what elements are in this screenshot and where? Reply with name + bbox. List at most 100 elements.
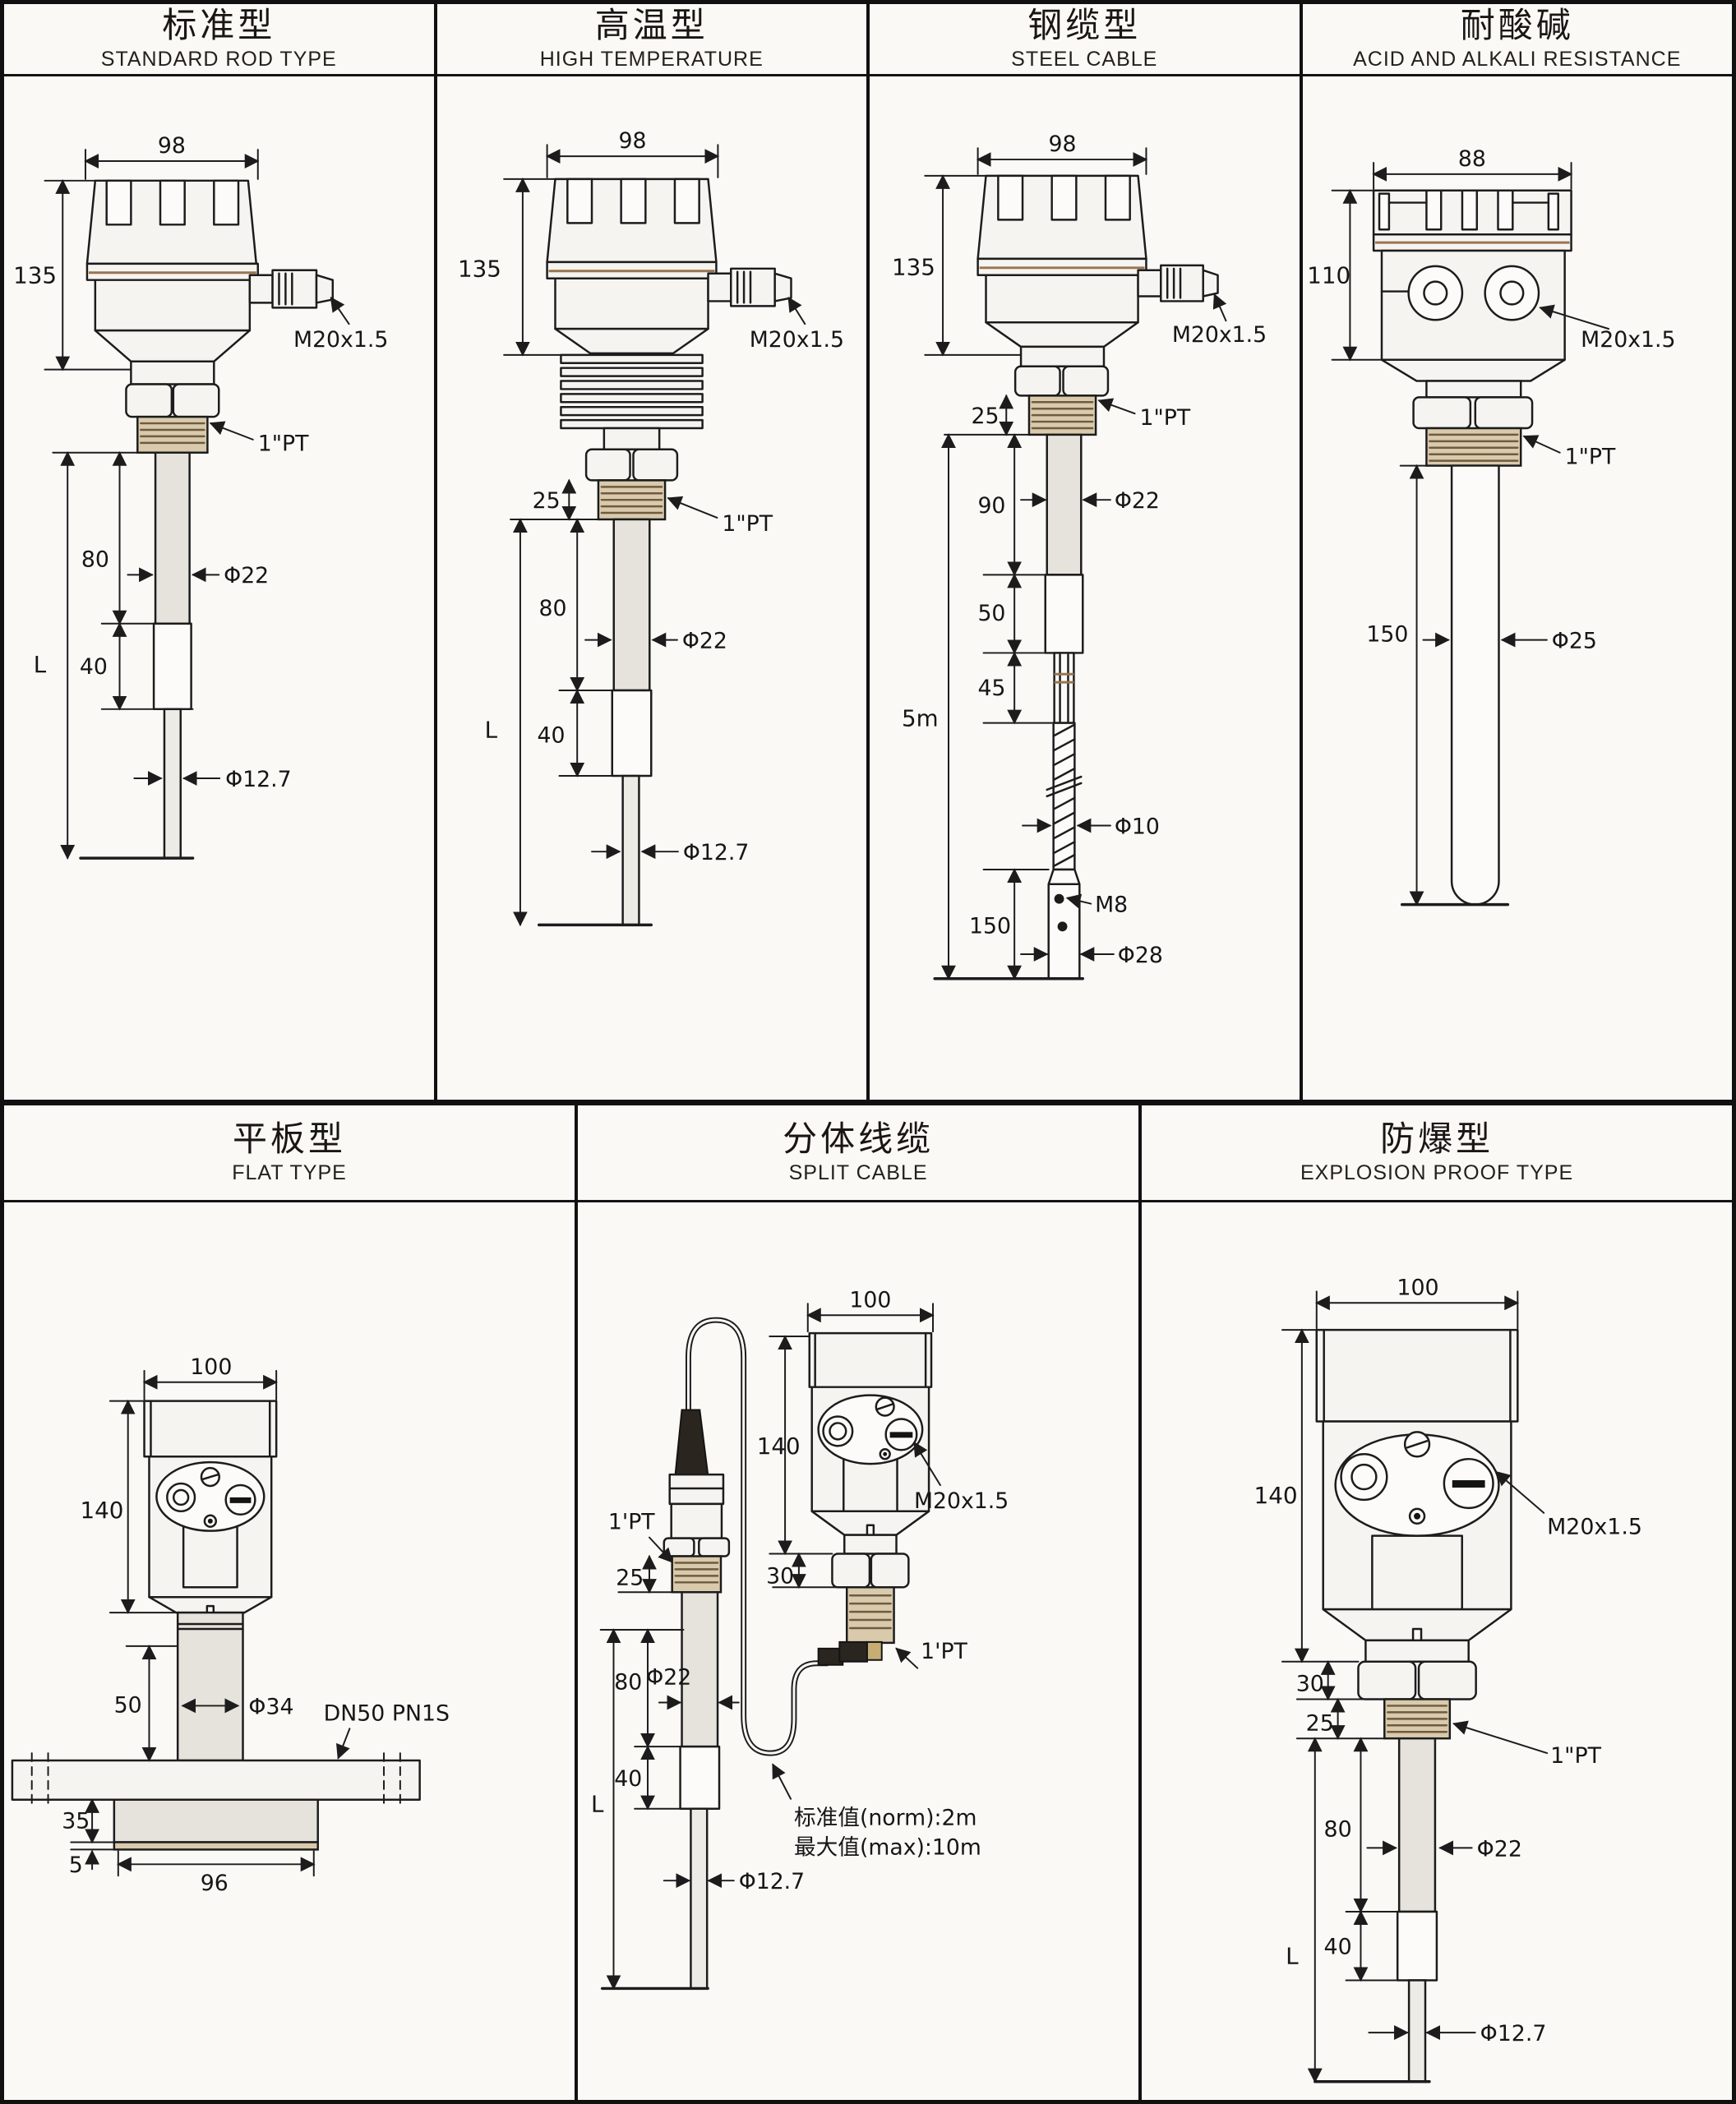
panel-split-cable-header: 分体线缆 SPLIT CABLE [578, 1105, 1139, 1203]
dim-upper-section: 80 [538, 518, 613, 692]
panel-title-zh: 防爆型 [1380, 1119, 1494, 1159]
dim-label: 25 [1306, 1711, 1334, 1737]
dim-label: 50 [977, 601, 1005, 626]
probe-rod [79, 451, 195, 860]
dim-label: 40 [614, 1766, 642, 1792]
dim-hex-height: 30 [766, 1553, 848, 1590]
dim-label: 98 [158, 133, 186, 159]
panel-standard: 标准型 STANDARD ROD TYPE [4, 4, 434, 1100]
dim-head-width: 98 [545, 128, 719, 178]
dim-hub-width: 96 [117, 1850, 316, 1896]
label-cable-gland: M20x1.5 [1538, 304, 1675, 353]
connection-cable [686, 1317, 829, 1756]
panel-split-cable: 分体线缆 SPLIT CABLE [578, 1105, 1139, 2100]
drawing-flat: 100 140 50 Φ34 [4, 1202, 575, 2100]
dim-weight-diameter: Φ28 [1020, 943, 1163, 968]
label-process-thread: 1"PT [209, 421, 309, 457]
dim-column-diameter: Φ34 [181, 1695, 294, 1720]
gland-label: M20x1.5 [293, 327, 388, 353]
dim-head-height: 140 [80, 1400, 178, 1615]
thread-label: 1"PT [1140, 405, 1191, 431]
dim-lower-section: 40 [1324, 1910, 1438, 1982]
dim-label: 135 [892, 254, 935, 281]
dim-rod-diameter: Φ22 [584, 628, 727, 654]
dim-thread-length: 25 [944, 394, 1048, 436]
dim-label: 45 [977, 676, 1005, 701]
dim-head-width: 98 [976, 132, 1148, 175]
dim-tip-diameter: Φ12.7 [133, 767, 292, 792]
dim-label: L [34, 651, 47, 678]
dim-total-length: L [591, 1628, 621, 1991]
thread-label: 1"PT [722, 511, 773, 537]
probe-rod [537, 518, 653, 927]
dim-label: 5 [69, 1853, 83, 1879]
flange [11, 1752, 421, 1852]
dim-label: 140 [1254, 1482, 1298, 1509]
note-norm: 标准值(norm):2m [794, 1806, 976, 1831]
dim-label: Φ22 [224, 563, 269, 588]
panel-title-zh: 高温型 [594, 5, 709, 44]
dim-label: 98 [1049, 132, 1077, 157]
label-flange-spec: DN50 PN1S [324, 1701, 450, 1760]
probe-rod [1314, 1737, 1438, 2083]
dim-label: Φ22 [681, 628, 727, 653]
dim-total-length: L [34, 450, 76, 860]
label-cable-gland: M20x1.5 [1495, 1471, 1642, 1540]
sensor-head [976, 174, 1219, 436]
dim-label: DN50 PN1S [324, 1701, 450, 1727]
label-cable-gland: M20x1.5 [913, 1442, 1009, 1514]
drawing-acid-alkali: 88 110 M20x1.5 1"PT [1303, 76, 1733, 1100]
dim-label: 80 [1324, 1817, 1352, 1843]
dim-label: Φ34 [248, 1695, 293, 1720]
dim-label: 5m [902, 705, 939, 732]
dim-thread-length: 25 [1296, 1698, 1386, 1741]
probe-sections [1044, 433, 1084, 724]
dim-label: 40 [1324, 1935, 1352, 1960]
label-process-thread: 1"PT [666, 496, 773, 537]
dim-upper-section: 80 [1324, 1737, 1399, 1914]
sensor-head [85, 179, 335, 454]
dim-label: 80 [81, 547, 109, 572]
dim-rod-diameter: Φ22 [127, 563, 269, 588]
dim-label: 40 [537, 722, 565, 748]
gland-label: M20x1.5 [749, 327, 843, 353]
panel-title-zh: 平板型 [233, 1119, 347, 1159]
dim-head-height: 110 [1307, 188, 1383, 362]
panel-title-en: HIGH TEMPERATURE [539, 48, 764, 72]
dim-label: Φ22 [1477, 1837, 1522, 1862]
dim-label: Φ12.7 [739, 1869, 805, 1894]
label-process-thread: 1"PT [1452, 1720, 1602, 1769]
dim-rod-diameter: Φ22 [1366, 1837, 1522, 1862]
sensor-head [1372, 189, 1572, 467]
probe-body [600, 1409, 731, 1991]
panel-high-temperature-header: 高温型 HIGH TEMPERATURE [436, 4, 866, 76]
thread-label: 1"PT [1550, 1743, 1602, 1769]
dim-head-width: 88 [1371, 146, 1572, 190]
dim-lower-section: 40 [80, 621, 194, 711]
label-process-thread: 1"PT [1097, 398, 1191, 431]
panel-title-en: STEEL CABLE [1011, 48, 1158, 72]
dim-label: 110 [1307, 262, 1350, 289]
dim-label: Φ12.7 [682, 840, 748, 865]
label-process-thread: 1"PT [1522, 435, 1616, 470]
dim-probe-length: 150 [1366, 464, 1452, 907]
panel-title-en: SPLIT CABLE [788, 1161, 928, 1185]
dim-head-height: 140 [757, 1335, 833, 1556]
panel-title-zh: 标准型 [162, 5, 276, 44]
dim-label: 150 [969, 913, 1011, 939]
dim-label: 100 [849, 1288, 891, 1313]
gland-label: M20x1.5 [1581, 327, 1675, 353]
dim-label: Φ25 [1551, 628, 1596, 653]
row-bottom: 平板型 FLAT TYPE [4, 1105, 1732, 2100]
dim-label: 30 [766, 1564, 794, 1590]
dim-head-width: 100 [1315, 1276, 1520, 1330]
dim-plate-thickness: 5 [69, 1848, 115, 1879]
panel-title-en: EXPLOSION PROOF TYPE [1300, 1161, 1574, 1185]
panel-title-zh: 耐酸碱 [1460, 5, 1574, 44]
dim-lower-section: 45 [977, 651, 1055, 725]
dim-column-length: 50 [114, 1645, 179, 1763]
dim-cable-diameter: Φ10 [1022, 814, 1160, 839]
dim-head-width: 98 [84, 133, 260, 180]
dim-label: 90 [977, 493, 1005, 519]
dim-tip-diameter: Φ12.7 [663, 1869, 805, 1895]
